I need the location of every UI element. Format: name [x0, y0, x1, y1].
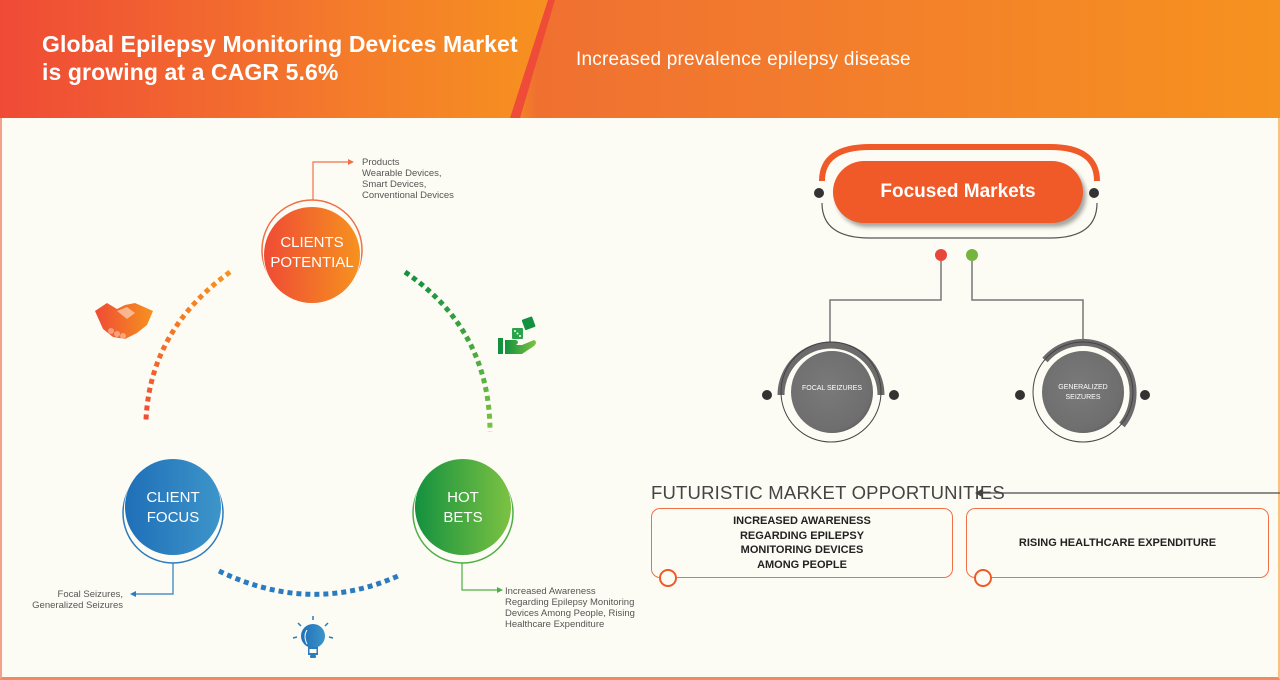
opportunities-title: FUTURISTIC MARKET OPPORTUNITIES: [651, 482, 1005, 503]
page-title: Global Epilepsy Monitoring Devices Marke…: [42, 31, 518, 85]
arrow-right-icon: [348, 159, 354, 165]
focused-markets-button[interactable]: Focused Markets: [833, 161, 1083, 223]
header-left-panel: [0, 0, 555, 118]
dotted-arc-green: [403, 269, 493, 433]
hot-bets-connector: [461, 563, 497, 591]
clients-potential-label: CLIENTS POTENTIAL: [270, 234, 354, 271]
generalized-seizures-label: GENERALIZED SEIZURES: [1058, 384, 1108, 401]
hot-bets-node[interactable]: [412, 459, 514, 564]
page-subtitle: Increased prevalence epilepsy disease: [576, 49, 911, 70]
dotted-arc-blue: [217, 568, 400, 597]
dotted-arc-orange: [143, 269, 232, 421]
generalized-seizures-dot: [966, 249, 978, 261]
opportunity-card[interactable]: RISING HEALTHCARE EXPENDITURE: [966, 508, 1269, 578]
focused-markets-right-dot: [1089, 188, 1099, 198]
client-focus-connector: [136, 563, 174, 595]
client-focus-note: Focal Seizures, Generalized Seizures: [32, 589, 123, 611]
client-focus-label: CLIENT FOCUS: [146, 489, 200, 526]
focal-seizures-connector: [829, 261, 942, 343]
focal-seizures-label: FOCAL SEIZURES: [801, 385, 863, 392]
dice-in-hand-icon: [498, 316, 536, 354]
generalized-seizures-node[interactable]: [1015, 338, 1150, 443]
opportunity-knob-icon: [659, 569, 677, 587]
clients-potential-node[interactable]: [261, 199, 363, 303]
handshake-icon: [95, 303, 153, 339]
clients-potential-note: Products Wearable Devices, Smart Devices…: [362, 157, 454, 201]
client-focus-node[interactable]: [122, 459, 224, 564]
lightbulb-icon: [292, 616, 334, 658]
hot-bets-label: HOT BETS: [443, 489, 483, 526]
opportunity-knob-icon: [974, 569, 992, 587]
opportunity-card[interactable]: INCREASED AWARENESS REGARDING EPILEPSY M…: [651, 508, 953, 578]
focused-markets-arc-top: [819, 144, 1100, 182]
hot-bets-note: Increased Awareness Regarding Epilepsy M…: [505, 586, 635, 630]
header-banner: Global Epilepsy Monitoring Devices Marke…: [0, 0, 1280, 118]
focal-seizures-dot: [935, 249, 947, 261]
generalized-seizures-connector: [971, 261, 1084, 343]
focused-markets-left-dot: [814, 188, 824, 198]
arrow-right-icon: [497, 587, 503, 593]
focused-markets-arc-bottom: [821, 202, 1098, 239]
clients-potential-connector: [312, 161, 348, 200]
arrow-left-icon: [975, 489, 982, 497]
focal-seizures-node[interactable]: [762, 341, 899, 443]
arrow-left-icon: [130, 591, 136, 597]
